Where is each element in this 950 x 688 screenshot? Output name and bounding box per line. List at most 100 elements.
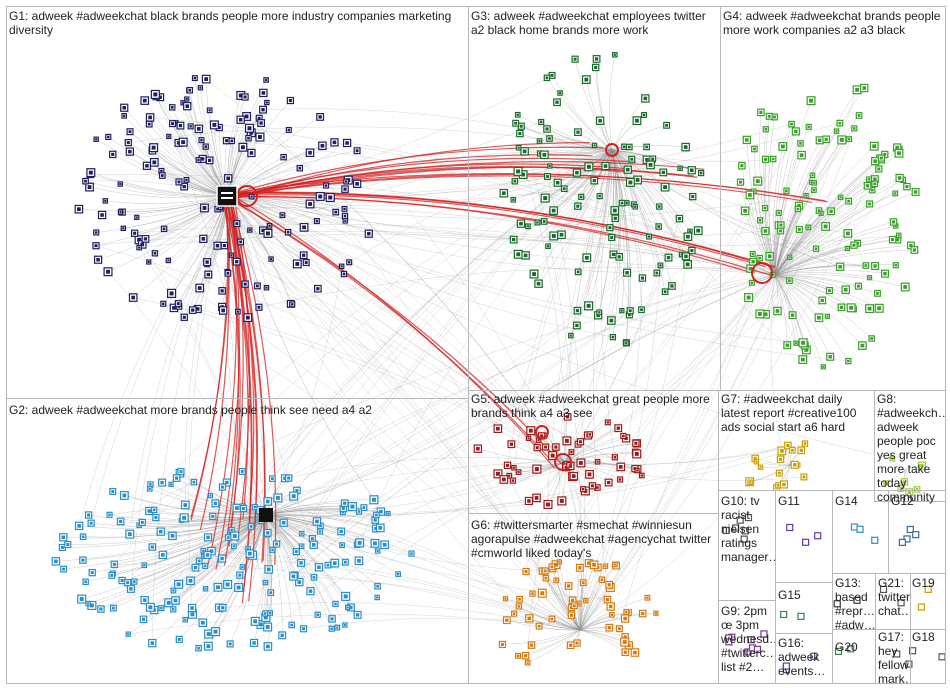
group-label-g5: G5: adweek #adweekchat great people more… [471,392,717,420]
vertex-fill [145,164,149,168]
vertex-fill [170,291,174,295]
vertex [803,539,809,545]
vertex-fill [261,108,264,111]
vertex-fill [148,605,152,609]
vertex-fill [898,234,900,236]
vertex-fill [62,568,65,571]
vertex [787,524,793,530]
group-label-g21: G21: twitter chat… [878,576,910,618]
vertex-fill [579,461,583,465]
group-label-g15: G15 [778,588,830,602]
vertex-fill [913,248,916,251]
vertex-fill [235,222,238,225]
vertex-fill [330,617,333,620]
vertex-fill [782,483,785,486]
vertex-fill [375,514,378,517]
vertex-fill [504,598,506,600]
vertex-fill [764,229,767,232]
vertex-fill [779,223,782,226]
vertex-fill [555,101,558,104]
vertex-fill [334,211,337,214]
vertex-fill [345,141,349,145]
vertex-fill [598,195,601,198]
vertex-fill [527,225,529,227]
vertex-fill [247,137,250,140]
vertex-fill [558,561,560,563]
vertex-fill [204,588,206,590]
group-label-g4: G4: adweek #adweekchat brands people mor… [723,9,945,37]
vertex-fill [853,127,855,129]
vertex-fill [828,289,831,292]
vertex-fill [873,159,877,163]
vertex-fill [350,505,354,509]
vertex-fill [333,141,337,145]
vertex-fill [126,581,129,584]
vertex-fill [318,195,322,199]
vertex-fill [372,498,376,502]
edge [609,55,614,150]
vertex-fill [341,544,343,546]
group-label-g11: G11 [778,494,830,508]
vertex-fill [513,467,515,469]
vertex-fill [211,515,214,518]
vertex-fill [309,589,313,593]
vertex-fill [313,576,316,579]
vertex-fill [518,605,521,608]
vertex-fill [679,167,681,169]
vertex-fill [197,647,200,650]
vertex-fill [266,625,270,629]
vertex-fill [82,535,85,538]
vertex-fill [221,606,224,609]
vertex-fill [610,236,613,239]
vertex-fill [776,309,780,313]
vertex-fill [238,574,241,577]
vertex-fill [563,187,566,190]
vertex-fill [759,466,761,468]
vertex-fill [868,202,871,205]
vertex-fill [312,543,316,547]
vertex-fill [598,119,602,123]
vertex-fill [554,445,557,448]
vertex [857,526,863,532]
vertex-fill [367,232,371,236]
vertex-fill [397,573,399,575]
vertex-fill [649,163,653,167]
vertex-fill [89,171,93,175]
vertex-fill [154,252,157,255]
vertex-fill [295,262,299,266]
vertex-fill [868,307,872,311]
vertex-fill [807,226,809,228]
vertex-fill [570,614,573,617]
vertex-fill [131,296,135,300]
vertex-fill [800,449,803,452]
vertex-fill [269,591,272,594]
vertex-fill [764,128,767,131]
vertex-fill [258,135,262,139]
vertex-fill [570,451,572,453]
vertex-fill [373,541,377,545]
vertex-fill [198,560,201,563]
vertex-fill [518,132,521,135]
vertex-fill [100,213,104,217]
vertex-fill [795,342,797,344]
vertex-fill [748,193,752,197]
vertex-fill [129,130,132,133]
vertex-fill [345,180,347,182]
vertex-fill [530,643,533,646]
vertex-fill [148,261,150,263]
group-label-g20: G20 [835,640,875,654]
vertex-fill [524,254,528,258]
vertex-fill [94,244,97,247]
vertex-fill [317,565,321,569]
vertex-fill [607,481,610,484]
edge [580,630,625,652]
vertex-fill [520,125,523,128]
vertex-fill [785,189,788,192]
vertex-fill [300,545,302,547]
vertex-fill [319,530,321,532]
vertex-fill [183,185,186,188]
vertex-fill [127,633,129,635]
vertex-fill [206,536,209,539]
vertex-fill [214,630,218,634]
vertex-fill [212,123,216,127]
